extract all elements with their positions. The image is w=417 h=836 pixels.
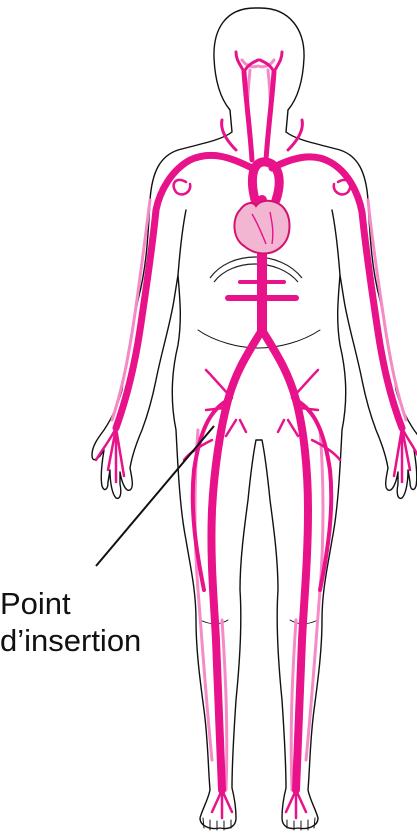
callout-label-line-2: d’insertion bbox=[0, 623, 141, 658]
callout-label: Point d’insertion bbox=[0, 586, 141, 658]
body-outline bbox=[92, 8, 417, 830]
callout-label-line-1: Point bbox=[0, 586, 71, 621]
main-arteries bbox=[96, 52, 417, 818]
heart-icon bbox=[234, 201, 289, 254]
diaphragm-arcs bbox=[210, 257, 302, 282]
